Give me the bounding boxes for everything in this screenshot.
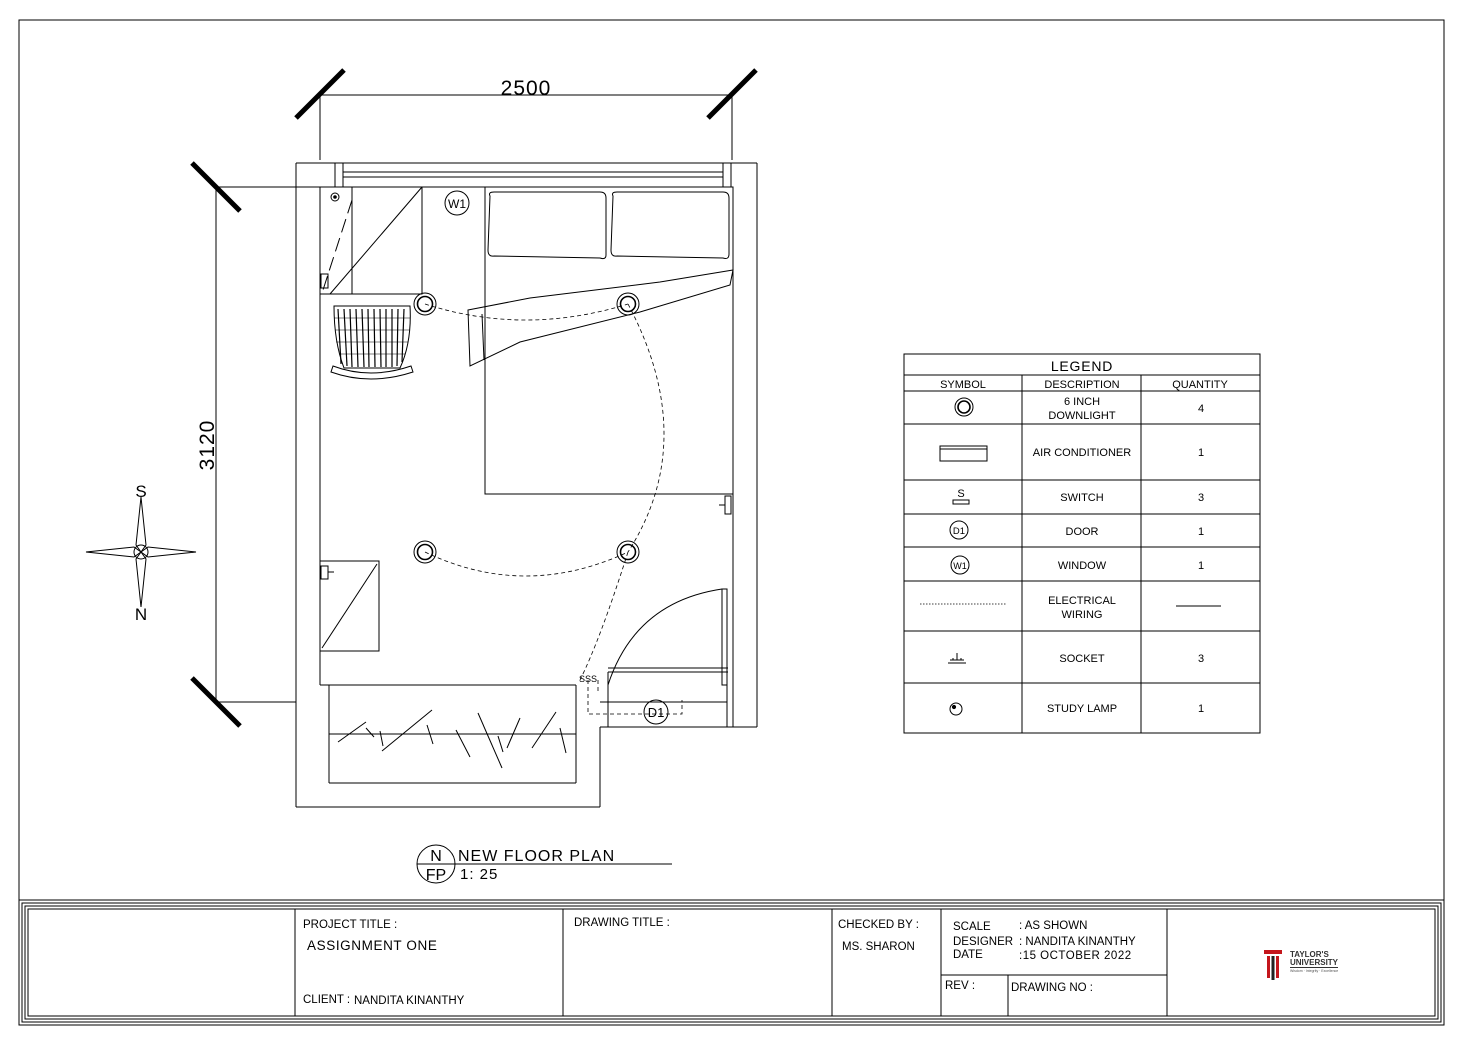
checked-by-name: MS. SHARON — [842, 941, 915, 953]
university-logo-icon — [1264, 950, 1282, 980]
legend-qty-downlight: 4 — [1198, 403, 1204, 415]
legend-qty-door: 1 — [1198, 526, 1204, 538]
door-d1 — [600, 588, 728, 727]
legend-qty-study-lamp: 1 — [1198, 703, 1204, 715]
bed — [467, 186, 734, 495]
legend-desc-wiring-1: ELECTRICAL — [1048, 595, 1116, 607]
legend-symbol-wiring-icon — [920, 603, 1221, 607]
legend-table — [903, 353, 1261, 734]
legend-qty-air-conditioner: 1 — [1198, 447, 1204, 459]
legend-desc-air-conditioner: AIR CONDITIONER — [1033, 447, 1131, 459]
dimension-height-label: 3120 — [196, 420, 219, 471]
university-logo: TAYLOR'S UNIVERSITY Wisdom · Integrity ·… — [1264, 950, 1354, 982]
floor-plan — [85, 68, 758, 884]
window-w1 — [334, 162, 732, 216]
legend-symbol-window-tag-icon — [950, 555, 970, 575]
legend-header-symbol: SYMBOL — [940, 379, 986, 391]
client-label: CLIENT : — [303, 994, 351, 1006]
legend-header-quantity: QUANTITY — [1172, 379, 1228, 391]
door-tag: D1 — [648, 705, 665, 720]
legend-symbol-study-lamp-icon — [949, 702, 963, 716]
legend-desc-switch: SWITCH — [1060, 492, 1103, 504]
checked-by-label: CHECKED BY : — [838, 919, 919, 931]
compass-south-label: S — [135, 482, 146, 501]
legend-symbol-air-conditioner-icon — [939, 445, 988, 462]
study-chair — [330, 305, 414, 380]
legend-qty-switch: 3 — [1198, 492, 1204, 504]
legend-symbol-socket-icon — [948, 653, 966, 664]
client-name: NANDITA KINANTHY — [354, 995, 465, 1007]
legend-desc-door: DOOR — [1066, 526, 1099, 538]
caption-letter: N — [430, 848, 442, 865]
legend-qty-socket: 3 — [1198, 653, 1204, 665]
date-value: :15 OCTOBER 2022 — [1019, 950, 1132, 962]
caption-title: NEW FLOOR PLAN — [458, 848, 615, 865]
legend-header-description: DESCRIPTION — [1044, 379, 1119, 391]
legend-desc-downlight-2: DOWNLIGHT — [1048, 410, 1116, 422]
project-title: ASSIGNMENT ONE — [307, 938, 438, 953]
legend-desc-downlight-1: 6 INCH — [1064, 396, 1100, 408]
dimension-height — [190, 161, 333, 728]
dimension-width-label: 2500 — [501, 77, 552, 100]
logo-tagline: Wisdom · Integrity · Excellence — [1290, 969, 1339, 973]
dimension-width — [294, 68, 758, 160]
legend-symbol-switch-icon — [952, 499, 970, 505]
walls — [295, 162, 758, 808]
electrical-wiring — [424, 303, 683, 715]
legend-desc-socket: SOCKET — [1059, 653, 1105, 665]
legend-desc-wiring-2: WIRING — [1062, 609, 1103, 621]
legend-desc-study-lamp: STUDY LAMP — [1047, 703, 1117, 715]
caption-scale: 1: 25 — [460, 866, 498, 883]
bathroom — [329, 709, 576, 769]
legend-switch-symbol-letter: S — [957, 488, 964, 500]
legend-desc-window: WINDOW — [1058, 560, 1107, 572]
sockets — [719, 495, 732, 515]
wardrobe — [319, 186, 423, 295]
sheet-border — [18, 19, 1445, 1026]
legend-window-symbol-text: W1 — [953, 561, 967, 571]
designer-label: DESIGNER — [953, 936, 1014, 948]
legend-symbol-door-tag-icon — [949, 520, 969, 540]
date-label: DATE — [953, 949, 983, 961]
rev-label: REV : — [945, 980, 976, 992]
drawing-caption — [416, 844, 672, 884]
logo-line-2: UNIVERSITY — [1290, 958, 1339, 968]
scale-value: : AS SHOWN — [1019, 920, 1088, 932]
window-tag: W1 — [448, 197, 466, 211]
caption-code: FP — [426, 867, 446, 884]
drawing-title-label: DRAWING TITLE : — [574, 917, 670, 929]
designer-value: : NANDITA KINANTHY — [1019, 936, 1136, 948]
compass-icon — [85, 496, 197, 608]
compass-north-label: N — [135, 605, 147, 624]
title-block — [21, 902, 1442, 1023]
project-title-label: PROJECT TITLE : — [303, 919, 398, 931]
legend-symbol-downlight-icon — [954, 397, 974, 417]
drawing-no-label: DRAWING NO : — [1011, 982, 1093, 994]
legend-title: LEGEND — [1051, 358, 1113, 374]
legend-door-symbol-text: D1 — [953, 526, 965, 537]
scale-label: SCALE — [953, 921, 991, 933]
side-table — [319, 560, 380, 652]
legend-qty-window: 1 — [1198, 560, 1204, 572]
switch-tag: SSS — [579, 674, 597, 684]
downlights — [413, 292, 640, 564]
logo-line-1: TAYLOR'S — [1290, 950, 1329, 959]
